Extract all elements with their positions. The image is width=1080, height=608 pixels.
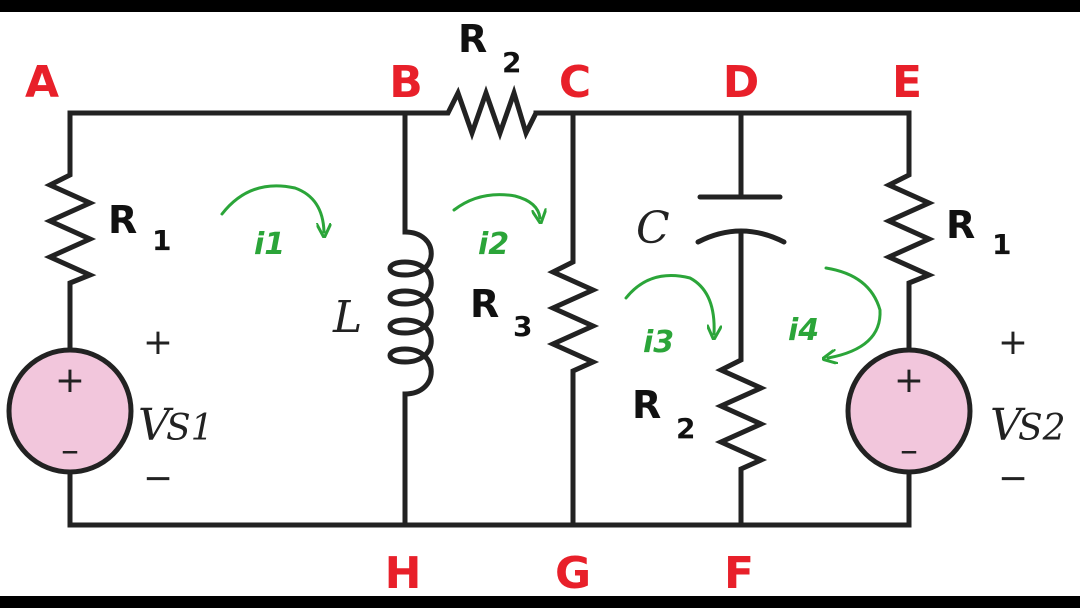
label-vs1-sub: S1 bbox=[166, 408, 214, 449]
i2-label: i2 bbox=[478, 227, 509, 262]
mesh-currents: i1 i2 i3 i4 bbox=[220, 184, 882, 360]
capacitor-plate-bottom bbox=[695, 228, 787, 245]
i4-arrow bbox=[826, 266, 882, 358]
vs1-inner-minus: – bbox=[61, 430, 79, 471]
i1-label: i1 bbox=[254, 227, 285, 262]
i2-arrow bbox=[452, 193, 540, 218]
label-r2-top-sub: 2 bbox=[502, 46, 521, 79]
node-label-e: E bbox=[892, 57, 922, 108]
node-labels: A B C D E H G F bbox=[25, 57, 922, 599]
node-label-h: H bbox=[385, 548, 422, 599]
vs2-outer-plus: + bbox=[998, 322, 1028, 363]
label-r2-right-sub: 2 bbox=[676, 412, 695, 445]
diagram-background bbox=[0, 12, 1080, 596]
label-vs1-letter: V bbox=[138, 400, 174, 451]
label-inductor: L bbox=[332, 292, 362, 343]
node-label-c: C bbox=[559, 57, 591, 108]
label-r3-letter: R bbox=[470, 282, 499, 326]
resistor-r1-right bbox=[882, 159, 936, 289]
label-r1-left-letter: R bbox=[108, 198, 137, 242]
vs1-outer-plus: + bbox=[143, 322, 173, 363]
i1-arrow bbox=[220, 184, 324, 232]
vs2-outer-minus: − bbox=[998, 458, 1028, 499]
i4-label: i4 bbox=[788, 313, 819, 348]
resistor-r2-top bbox=[435, 84, 539, 141]
voltage-source-vs2: + – bbox=[845, 347, 973, 475]
resistor-r1-left bbox=[43, 159, 97, 289]
node-label-b: B bbox=[389, 57, 423, 108]
resistor-r3 bbox=[546, 249, 600, 377]
node-label-a: A bbox=[25, 57, 59, 108]
label-capacitor: C bbox=[636, 203, 670, 254]
label-r2-right-letter: R bbox=[632, 383, 661, 427]
label-r1-left-sub: 1 bbox=[152, 224, 171, 257]
component-labels: R 1 R 2 R 3 R 2 R 1 L C + V S1 − + V S2 … bbox=[108, 17, 1066, 499]
label-r1-right-sub: 1 bbox=[992, 228, 1011, 261]
capacitor-c bbox=[695, 194, 787, 245]
inductor-l bbox=[387, 229, 434, 397]
vs1-circle bbox=[6, 347, 134, 475]
label-r1-right-letter: R bbox=[946, 203, 975, 247]
label-vs2-sub: S2 bbox=[1018, 408, 1066, 449]
node-label-f: F bbox=[724, 548, 754, 599]
wires bbox=[67, 110, 912, 528]
vs2-inner-plus: + bbox=[894, 360, 924, 401]
label-r2-top-letter: R bbox=[458, 17, 487, 61]
label-r3-sub: 3 bbox=[513, 310, 532, 343]
vs2-inner-minus: – bbox=[900, 430, 918, 471]
vs1-inner-plus: + bbox=[55, 360, 85, 401]
vs2-circle bbox=[845, 347, 973, 475]
i3-label: i3 bbox=[643, 325, 674, 360]
node-label-g: G bbox=[555, 548, 591, 599]
voltage-source-vs1: + – bbox=[6, 347, 134, 475]
i3-arrow bbox=[624, 274, 714, 335]
vs1-outer-minus: − bbox=[143, 458, 173, 499]
label-vs2-letter: V bbox=[990, 400, 1026, 451]
resistor-r2-right bbox=[714, 347, 768, 475]
node-label-d: D bbox=[723, 57, 760, 108]
